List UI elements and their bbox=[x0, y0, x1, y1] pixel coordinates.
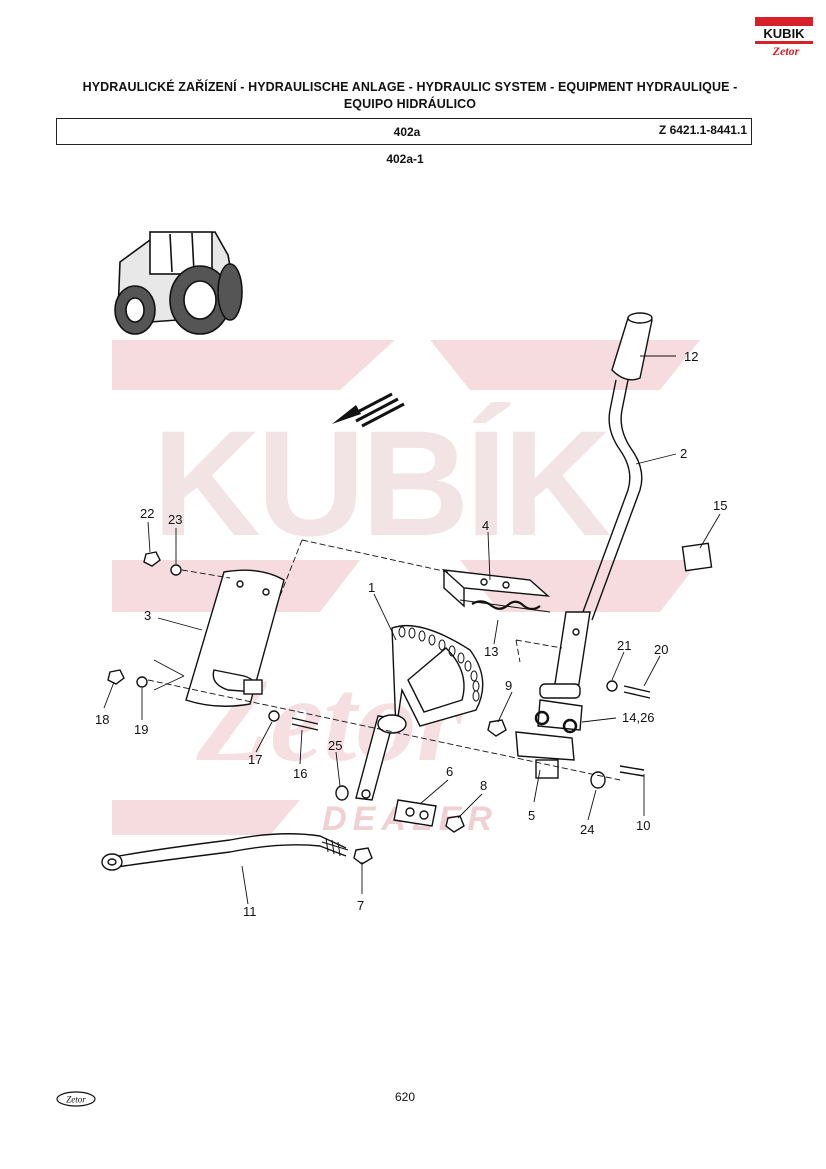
callout-11: 11 bbox=[243, 904, 257, 919]
tractor-thumbnail bbox=[114, 231, 243, 335]
callout-14-26: 14,26 bbox=[622, 710, 655, 725]
callout-25: 25 bbox=[328, 738, 342, 753]
section-header-box: 402a Z 6421.1-8441.1 bbox=[56, 118, 752, 145]
callout-3: 3 bbox=[144, 608, 151, 623]
callout-5: 5 bbox=[528, 808, 535, 823]
callout-9: 9 bbox=[505, 678, 512, 693]
watermark-main-text: KUBÍK bbox=[153, 399, 611, 567]
callout-19: 19 bbox=[134, 722, 148, 737]
callout-10: 10 bbox=[636, 818, 650, 833]
kubik-zetor-logo: KUBIK Zetor bbox=[755, 17, 813, 58]
direction-arrow bbox=[332, 392, 405, 428]
callout-24: 24 bbox=[580, 822, 594, 837]
callout-20: 20 bbox=[654, 642, 668, 657]
dealer-watermark: KUBÍK Zetor DEALER bbox=[112, 340, 700, 838]
parts-drawing bbox=[101, 312, 713, 871]
callout-6: 6 bbox=[446, 764, 453, 779]
callout-2: 2 bbox=[680, 446, 687, 461]
callout-16: 16 bbox=[293, 766, 307, 781]
callout-23: 23 bbox=[168, 512, 182, 527]
callout-12: 12 bbox=[684, 349, 698, 364]
callout-1: 1 bbox=[368, 580, 375, 595]
callout-labels: 1 2 3 4 5 6 7 8 9 10 11 12 13 14,26 15 1… bbox=[95, 349, 727, 919]
callout-22: 22 bbox=[140, 506, 154, 521]
leader-lines bbox=[103, 355, 721, 905]
page-number: 620 bbox=[394, 1090, 416, 1104]
footer-logo-text: Zetor bbox=[66, 1095, 86, 1105]
callout-18: 18 bbox=[95, 712, 109, 727]
callout-17: 17 bbox=[248, 752, 262, 767]
logo-brand-top: KUBIK bbox=[763, 26, 805, 41]
logo-brand-bottom: Zetor bbox=[772, 44, 800, 58]
callout-4: 4 bbox=[482, 518, 489, 533]
callout-13: 13 bbox=[484, 644, 498, 659]
page-title-line-1: HYDRAULICKÉ ZAŘÍZENÍ - HYDRAULISCHE ANLA… bbox=[82, 80, 738, 94]
callout-8: 8 bbox=[480, 778, 487, 793]
zetor-footer-logo: Zetor bbox=[56, 1091, 96, 1107]
model-range: Z 6421.1-8441.1 bbox=[658, 123, 747, 137]
page-title-line-2: EQUIPO HIDRÁULICO bbox=[343, 97, 477, 111]
callout-21: 21 bbox=[617, 638, 631, 653]
section-code: 402a bbox=[393, 125, 421, 139]
callout-7: 7 bbox=[357, 898, 364, 913]
callout-15: 15 bbox=[713, 498, 727, 513]
diagram-id: 402a-1 bbox=[386, 152, 424, 166]
